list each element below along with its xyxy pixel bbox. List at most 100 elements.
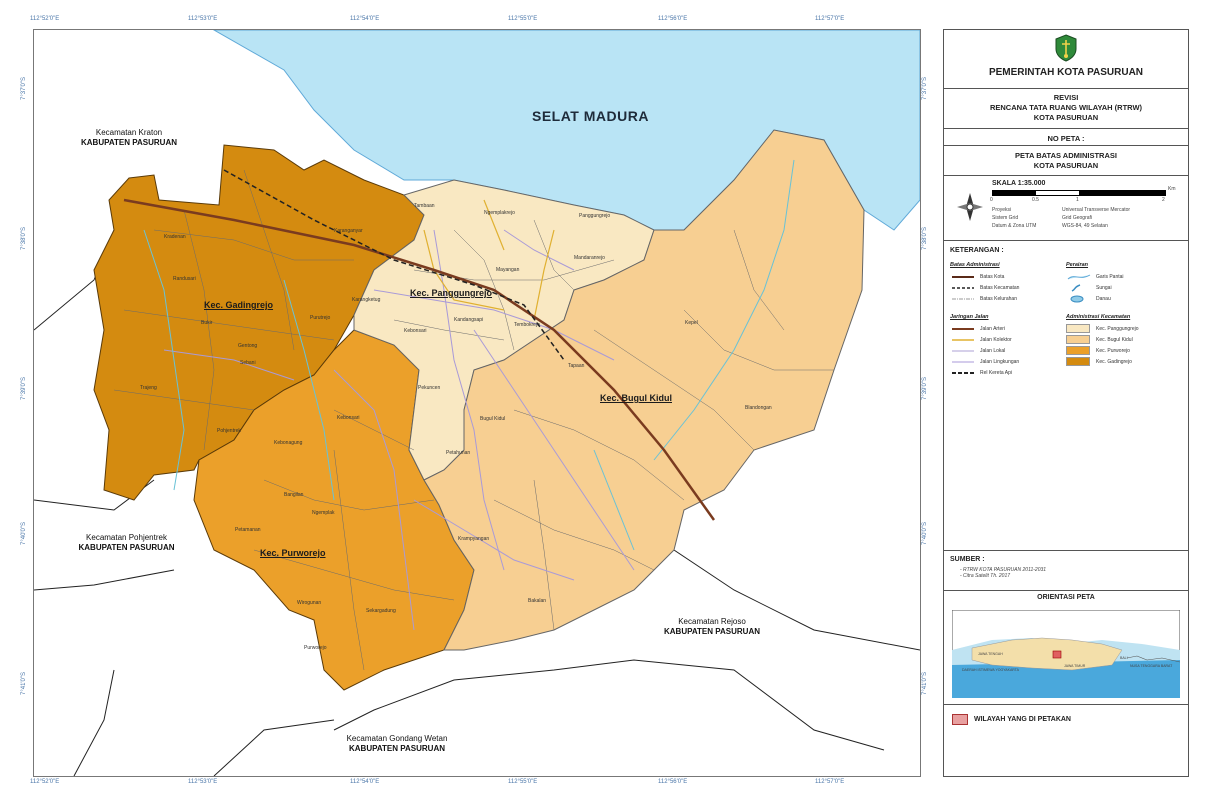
kelurahan-label: Ngemplak [312,510,335,516]
legend-item: Batas Kecamatan [950,282,1066,293]
scale-bar [992,190,1166,196]
revision-line: RENCANA TATA RUANG WILAYAH (RTRW) [989,103,1143,112]
coord-bottom-3: 112°55'0"E [508,779,538,785]
outer-region-rejoso: Kecamatan Rejoso KABUPATEN PASURUAN [647,617,777,637]
map-canvas[interactable] [34,30,920,776]
district-label-purworejo: Kec. Purworejo [260,548,326,558]
coord-left-3: 7°40'0"S [21,521,27,545]
legend-item: Kec. Purworejo [1066,345,1182,356]
legend-right-column: Perairan Garis Pantai Sungai Danau Admin… [1066,258,1182,378]
kelurahan-label: Karangketug [352,297,381,303]
coord-top-2: 112°54'0"E [350,16,380,22]
map-title-line: PETA BATAS ADMINISTRASI [1015,151,1117,160]
source-line: - Citra Satelit Th. 2017 [960,573,1011,579]
map-title-line: KOTA PASURUAN [1033,161,1099,170]
coord-right-4: 7°41'0"S [922,671,928,695]
arterial-road [123,198,716,521]
kelurahan-label: Sebani [240,360,256,366]
river-icon [1071,283,1081,292]
kelurahan-label: Bukir [201,320,213,326]
legend-group-title: Jaringan Jalan [950,314,989,320]
region-line2: KABUPATEN PASURUAN [81,138,177,147]
legend-item-label: Danau [1096,295,1111,302]
orientation-block: ORIENTASI PETA JAWA TENGAH DAERAH ISTIME… [944,594,1188,705]
legend-item-label: Jalan Lokal [980,347,1006,354]
kelurahan-label: Kepel [685,320,698,326]
kelurahan-label: Tapaan [568,363,585,369]
coord-bottom-0: 112°52'0"E [30,779,60,785]
legend-item: Jalan Lingkungan [950,356,1066,367]
proj-value: WGS-84, 49 Selatan [1062,223,1108,229]
inset-label: JAWA TENGAH [978,652,1003,656]
kelurahan-label: Mayangan [496,267,520,273]
kelurahan-label: Krampyangan [458,536,490,542]
rivers [143,159,795,551]
legend-item: Batas Kota [950,271,1066,282]
legend-item: Batas Kelurahan [950,293,1066,304]
kelurahan-label: Sekargadung [366,608,396,614]
district-label-panggungrejo: Kec. Panggungrejo [410,288,493,298]
region-line1: Kecamatan Kraton [95,128,163,137]
scale-tick: 2 [1162,197,1165,203]
legend-item-label: Jalan Kolektor [980,336,1012,343]
mapped-area-legend: WILAYAH YANG DI PETAKAN [944,705,1188,733]
legend-item-label: Jalan Arteri [980,325,1006,332]
legend-block: KETERANGAN : Batas Administrasi Batas Ko… [944,241,1188,551]
region-line1: Kecamatan Gondang Wetan [346,734,448,743]
legend-item-label: Kec. Bugul Kidul [1096,336,1133,343]
kelurahan-label: Petahunan [446,450,471,456]
proj-key: Proyeksi [992,207,1012,213]
map-frame[interactable]: SELAT MADURA Kecamatan Kraton KABUPATEN … [33,29,921,777]
district-label-bugul-kidul: Kec. Bugul Kidul [600,393,672,403]
source-block: SUMBER : - RTRW KOTA PASURUAN 2011-2031 … [944,551,1188,591]
coord-right-1: 7°38'0"S [922,226,928,250]
kelurahan-label: Kebonsari [404,328,427,334]
coord-left-0: 7°37'0"S [21,76,27,100]
source-title: SUMBER : [950,556,985,563]
lake-icon [1070,295,1084,302]
kelurahan-label: Bakalan [528,598,547,604]
legend-item: Jalan Kolektor [950,334,1066,345]
proj-key: Sistem Grid [992,215,1019,221]
railway [223,169,565,361]
coord-right-0: 7°37'0"S [922,76,928,100]
org-name: PEMERINTAH KOTA PASURUAN [988,67,1144,78]
inset-label: NUSA TENGGARA BARAT [1130,664,1173,668]
scale-tick: 0 [990,197,993,203]
legend-item: Jalan Arteri [950,323,1066,334]
legend-panel: PEMERINTAH KOTA PASURUAN REVISI RENCANA … [943,29,1189,777]
inset-label: JAWA TIMUR [1064,664,1086,668]
revision-line: KOTA PASURUAN [1033,113,1099,122]
legend-item: Rel Kereta Api [950,367,1066,378]
outer-region-gondang-wetan: Kecamatan Gondang Wetan KABUPATEN PASURU… [332,734,462,754]
legend-item: Kec. Gadingrejo [1066,356,1182,367]
scale-tick: 1 [1076,197,1079,203]
district-label-gadingrejo: Kec. Gadingrejo [204,300,274,310]
map-number: NO PETA : [944,129,1188,146]
legend-item-label: Kec. Purworejo [1096,347,1130,354]
legend-item: Jalan Lokal [950,345,1066,356]
coord-top-1: 112°53'0"E [188,16,218,22]
coord-top-3: 112°55'0"E [508,16,538,22]
legend-item-label: Batas Kelurahan [980,295,1017,302]
coord-bottom-2: 112°54'0"E [350,779,380,785]
legend-left-column: Batas Administrasi Batas Kota Batas Keca… [950,258,1066,378]
legend-item-label: Kec. Panggungrejo [1096,325,1139,332]
legend-item: Kec. Bugul Kidul [1066,334,1182,345]
legend-item: Danau [1066,293,1182,304]
kelurahan-label: Kebonagung [274,440,303,446]
legend-group-title: Batas Administrasi [950,262,1000,268]
outer-region-pohjentrek: Kecamatan Pohjentrek KABUPATEN PASURUAN [64,533,189,553]
coord-top-5: 112°57'0"E [815,16,845,22]
legend-item-label: Sungai [1096,284,1112,291]
source-line: - RTRW KOTA PASURUAN 2011-2031 [960,567,1047,573]
kelurahan-label: Bugul Kidul [480,416,506,422]
proj-value: Grid Geografi [1062,215,1093,221]
legend-item-label: Batas Kota [980,273,1005,280]
legend-item-label: Rel Kereta Api [980,369,1012,376]
kelurahan-label: Tambaan [414,203,435,209]
city-emblem-icon [1055,34,1077,62]
legend-item: Sungai [1066,282,1182,293]
